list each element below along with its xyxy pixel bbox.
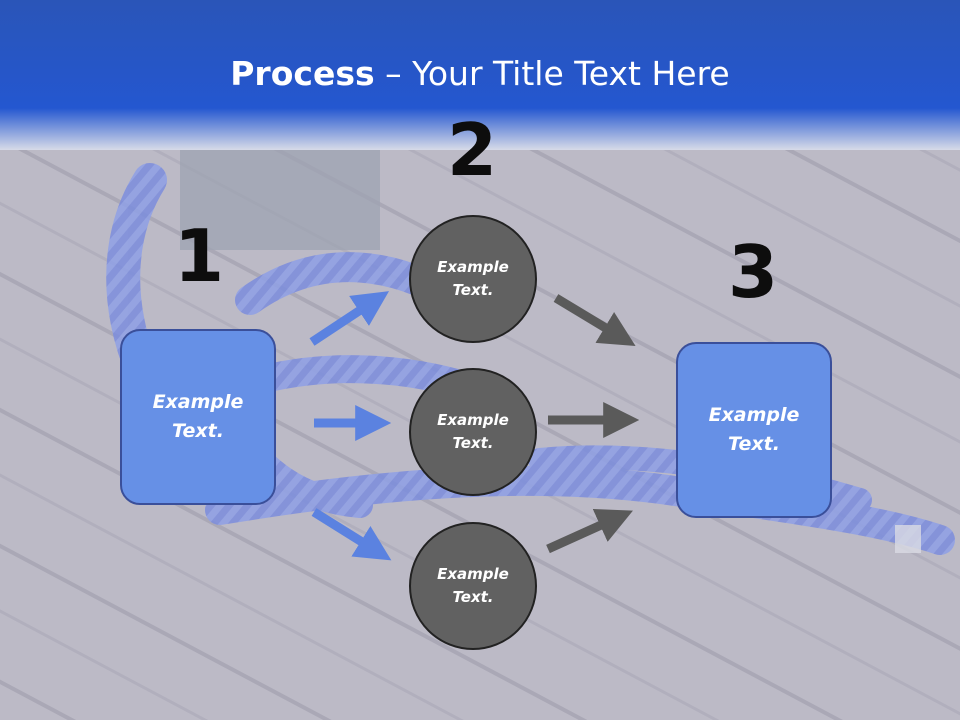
step-number-1: 1 <box>173 214 225 298</box>
step-2-circle-top: Example Text. <box>409 215 537 343</box>
arrow-circle-bottom-to-3 <box>546 509 633 554</box>
step-1-box: Example Text. <box>120 329 276 505</box>
step-2-circle-bottom-label: Example Text. <box>437 565 509 606</box>
arrow-1-to-circle-top <box>309 291 390 346</box>
title-banner <box>0 0 960 150</box>
arrow-circle-top-to-3 <box>553 294 636 347</box>
step-3-label: Example Text. <box>708 404 800 455</box>
title-bold-part: Process <box>230 54 375 93</box>
step-3-box: Example Text. <box>676 342 832 518</box>
step-number-2: 2 <box>446 108 498 192</box>
step-2-circle-middle: Example Text. <box>409 368 537 496</box>
arrow-1-to-circle-bottom <box>311 508 392 561</box>
title-rest-part: – Your Title Text Here <box>374 54 730 93</box>
step-2-circle-middle-label: Example Text. <box>437 411 509 452</box>
slide-title: Process – Your Title Text Here <box>0 52 960 96</box>
step-number-3: 3 <box>727 230 779 314</box>
step-2-circle-bottom: Example Text. <box>409 522 537 650</box>
step-1-label: Example Text. <box>152 391 244 442</box>
step-2-circle-top-label: Example Text. <box>437 258 509 299</box>
